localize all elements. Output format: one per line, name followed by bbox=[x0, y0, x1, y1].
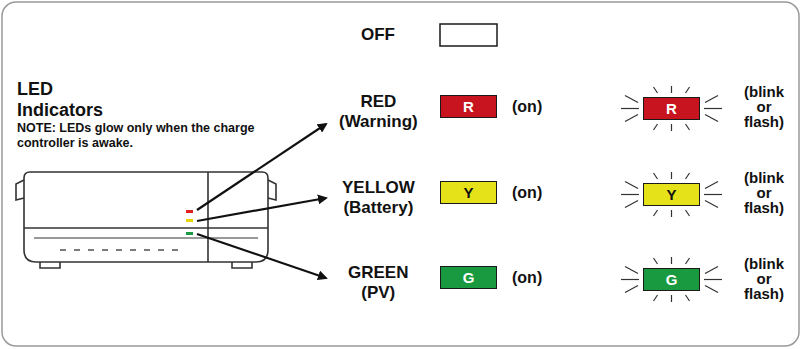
green-led-on: G bbox=[440, 266, 497, 289]
led-name: RED (Warning) bbox=[339, 92, 418, 132]
red-led-blink: R bbox=[643, 97, 700, 120]
led-name: YELLOW (Battery) bbox=[342, 178, 415, 218]
state-label: OFF bbox=[361, 25, 395, 45]
note-text: NOTE: LEDs glow only when the charge con… bbox=[17, 121, 262, 151]
led-green bbox=[186, 232, 193, 235]
state-blink: (blink or flash) bbox=[744, 256, 784, 301]
yellow-led-blink: Y bbox=[643, 183, 700, 206]
state-blink: (blink or flash) bbox=[744, 84, 784, 129]
red-led-on: R bbox=[440, 95, 497, 118]
led-red bbox=[186, 210, 193, 213]
frame bbox=[2, 2, 799, 346]
state-on: (on) bbox=[512, 183, 542, 203]
led-letter: R bbox=[666, 100, 677, 117]
led-letter: Y bbox=[666, 186, 676, 203]
led-letter: G bbox=[666, 271, 678, 288]
yellow-led-on: Y bbox=[440, 181, 497, 204]
blink-rays bbox=[621, 86, 722, 302]
state-on: (on) bbox=[512, 97, 542, 117]
charge-controller bbox=[16, 172, 276, 268]
led-letter: R bbox=[463, 98, 474, 115]
leader-arrows bbox=[197, 124, 326, 278]
led-letter: G bbox=[463, 269, 475, 286]
led-name: GREEN (PV) bbox=[348, 263, 408, 303]
green-led-blink: G bbox=[643, 268, 700, 291]
led-yellow bbox=[186, 219, 193, 222]
off-indicator bbox=[440, 24, 497, 46]
state-on: (on) bbox=[512, 268, 542, 288]
led-letter: Y bbox=[463, 184, 473, 201]
state-blink: (blink or flash) bbox=[744, 170, 784, 215]
heading: LED Indicators bbox=[17, 79, 103, 121]
